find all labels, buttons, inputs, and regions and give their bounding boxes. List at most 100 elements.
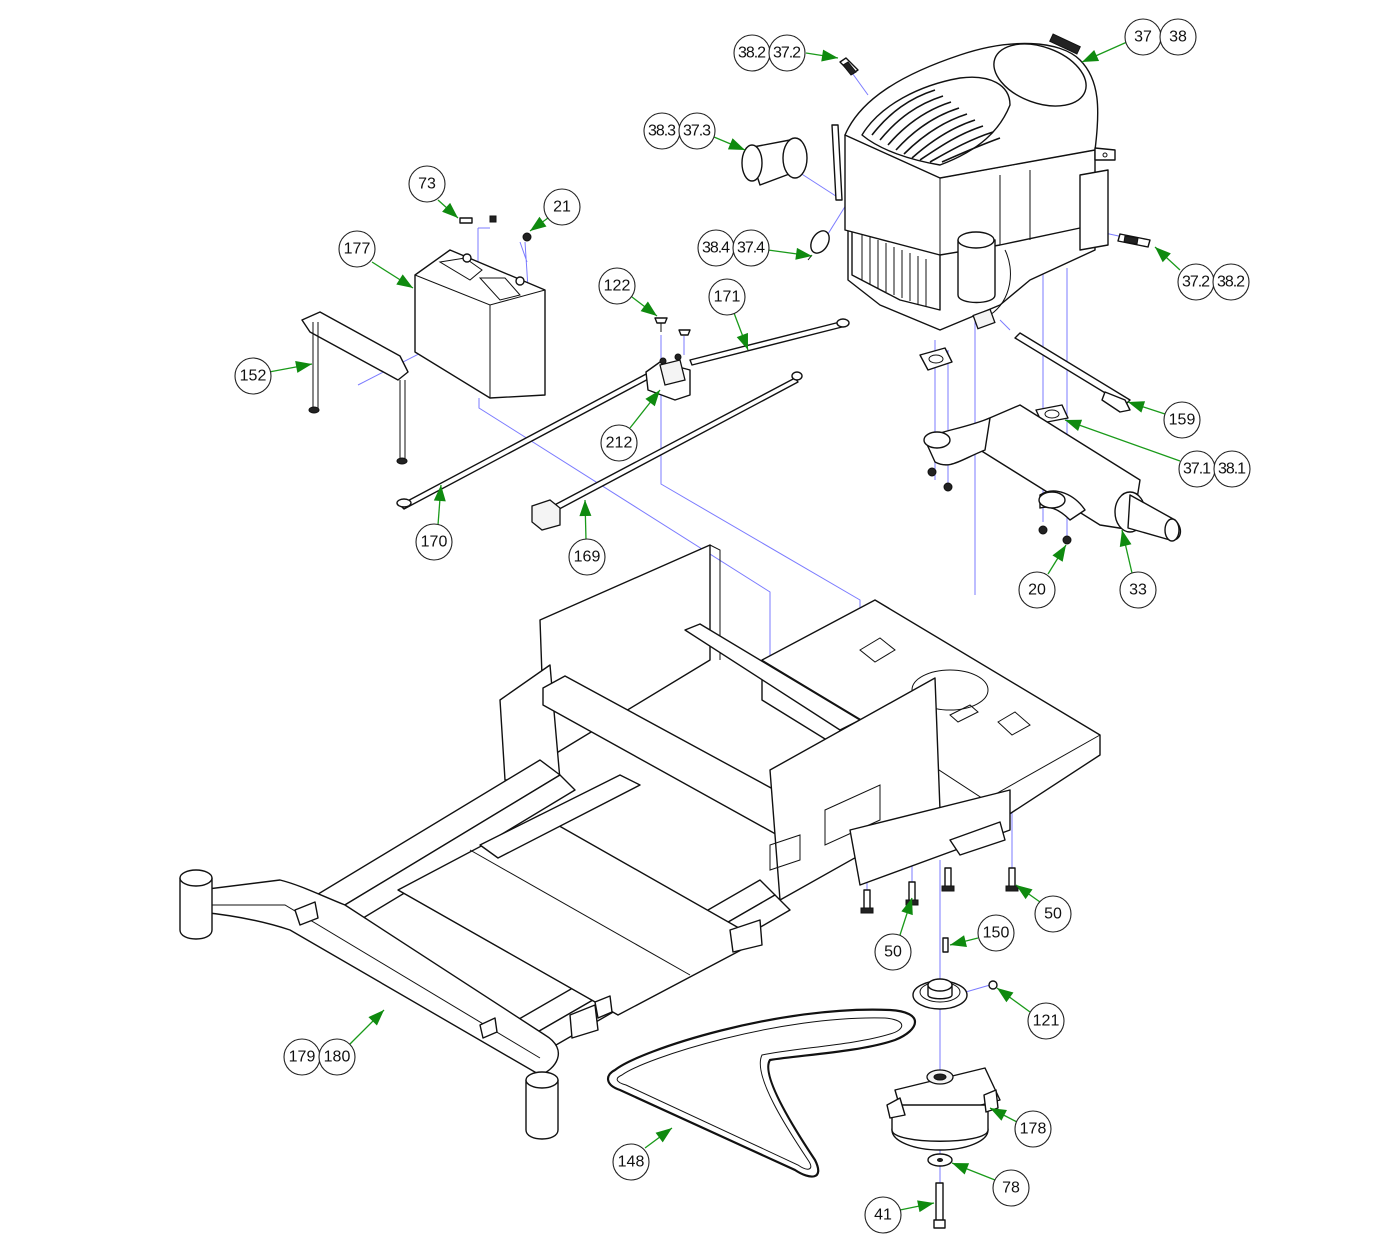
arrow-icon [579,500,592,517]
callout-label: 159 [1169,412,1196,429]
callout-bubble [1212,263,1250,301]
arrow-icon [295,361,312,373]
callout-label: 212 [606,435,633,452]
callout-label: 21 [553,199,571,216]
pulley-part [912,937,998,1010]
callout-bubble [992,1169,1030,1207]
callout-exhaust-nut: 20 [1018,544,1067,609]
battery-hold-down-part [301,311,409,465]
callout-battery-hold-down: 152 [234,357,313,395]
callout-bubble [1018,571,1056,609]
callout-pto-clutch: 178 [989,1107,1052,1148]
arrow-icon [795,247,812,260]
callout-label: 78 [1002,1180,1020,1197]
callout-cable-ground: 169 [568,499,606,576]
arrow-icon [396,274,413,288]
callout-label: 41 [874,1207,892,1224]
arrow-icon [645,390,660,407]
arrow-icon [442,202,458,218]
callout-bubble [1027,1002,1065,1040]
callout-fuel-line: 159 [1127,401,1201,439]
callout-label: 33 [1129,582,1147,599]
arrow-icon [917,1200,934,1213]
callout-bubble [568,538,606,576]
muffler-part [923,404,1182,545]
arrow-icon [821,49,838,62]
callout-muffler: 33 [1119,529,1157,609]
callout-oil-filter: 38.3 37.3 [643,112,746,151]
callout-label: 180 [324,1049,351,1066]
arrow-icon [368,1010,384,1026]
oil-filter-part [741,137,808,186]
callout-bubble [1159,18,1197,56]
callout-label: 73 [418,176,436,193]
exhaust-gaskets [919,347,1069,424]
arrow-icon [1052,545,1066,562]
callout-bubble [977,914,1015,952]
callout-bubble [1034,895,1072,933]
callout-label: 38.3 [648,123,676,140]
arrow-icon [1119,530,1132,547]
callout-bubble [1014,1110,1052,1148]
callout-cable-positive: 171 [708,278,749,351]
callout-bubble [1213,450,1251,488]
arrow-icon [1155,247,1171,263]
callout-engine-cover: 37 38 [1081,18,1197,63]
arrow-icon [1065,419,1083,432]
callout-bubble [338,230,376,268]
callout-label: 37.4 [737,240,765,257]
callout-bubble [732,229,770,267]
callout-label: 37 [1134,29,1152,46]
callout-label: 152 [240,368,267,385]
callout-screw-solenoid: 122 [598,267,658,317]
callout-label: 37.3 [683,123,711,140]
arrow-icon [1016,885,1033,900]
callout-set-screw: 121 [996,987,1065,1040]
callout-label: 150 [983,925,1010,942]
callout-bubble [708,278,746,316]
callout-bubble [874,933,912,971]
callout-spark-plug-side: 37.2 38.2 [1154,246,1250,301]
callout-bolt-left: 50 [874,897,913,971]
callout-bubble [612,1143,650,1181]
callout-label: 37.1 [1183,461,1211,478]
callout-label: 169 [574,549,601,566]
callout-label: 37.2 [1182,274,1210,291]
callout-bubble [864,1196,902,1234]
arrow-icon [901,898,913,916]
callout-bubble [600,424,638,462]
fuel-line-part [1014,332,1131,413]
arrow-icon [640,301,657,316]
engine-grille [871,89,1001,163]
arrow-icon [433,485,446,502]
callout-bolt-right: 50 [1015,884,1072,933]
arrow-icon [1082,50,1100,62]
callout-label: 38.2 [1217,274,1245,291]
callout-label: 178 [1020,1121,1047,1138]
callout-label: 179 [289,1049,316,1066]
arrow-icon [952,1163,970,1175]
callout-bubble [543,188,581,226]
callout-cable-battery: 170 [415,484,453,561]
callout-label: 50 [1044,906,1062,923]
callout-roll-pin: 150 [949,914,1015,952]
callout-label: 38 [1169,29,1187,46]
frame-bolts [860,867,1019,914]
washer-part [927,1153,953,1167]
spark-plug-side-part [1117,233,1151,248]
callout-bubble [408,165,446,203]
fuel-filter-part [807,230,830,261]
callout-bubble [234,357,272,395]
battery-hardware [459,215,532,242]
callout-label: 170 [421,534,448,551]
callout-label: 50 [884,944,902,961]
callout-bubble [1163,401,1201,439]
callout-battery: 177 [338,230,414,289]
callout-bubble [598,267,636,305]
callout-bubble [678,112,716,150]
callout-bubble [318,1038,356,1076]
